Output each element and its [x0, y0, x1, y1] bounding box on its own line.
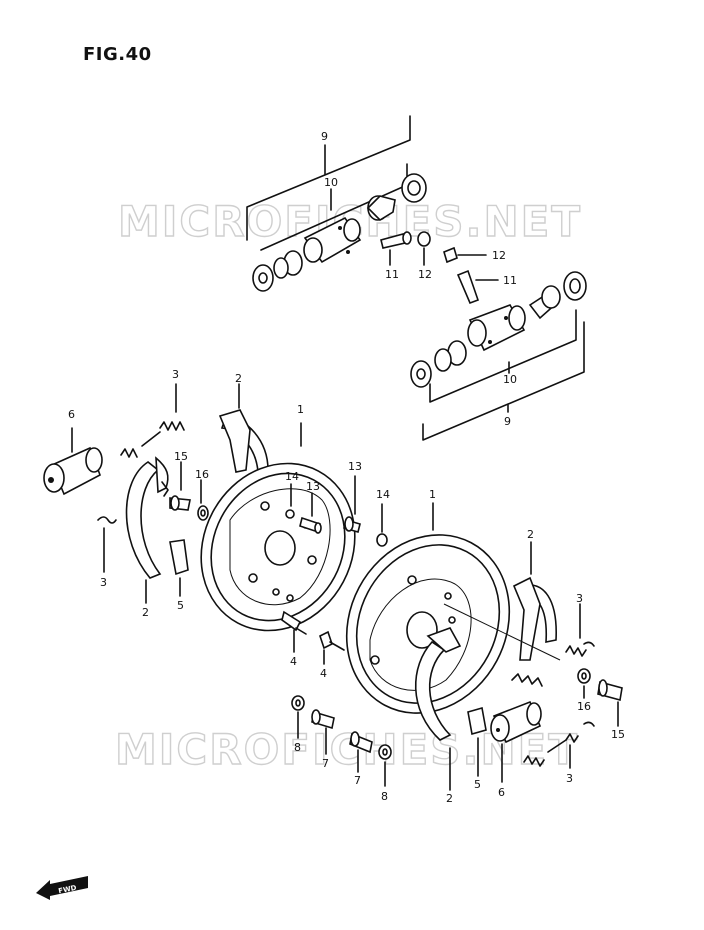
- callout-11: 11: [385, 268, 399, 281]
- callout-7: 7: [322, 757, 329, 770]
- callout-10: 10: [503, 373, 517, 386]
- callout-3: 3: [172, 368, 179, 381]
- callout-12: 12: [418, 268, 432, 281]
- callout-3: 3: [566, 772, 573, 785]
- callout-16: 16: [195, 468, 209, 481]
- callout-2: 2: [446, 792, 453, 805]
- callout-1: 1: [429, 488, 436, 501]
- callout-2: 2: [142, 606, 149, 619]
- callout-16: 16: [577, 700, 591, 713]
- figure-title: FIG.40: [83, 44, 152, 65]
- fwd-arrow: FWD: [36, 876, 88, 900]
- callout-6: 6: [498, 786, 505, 799]
- callout-14: 14: [376, 488, 390, 501]
- callout-13: 13: [348, 460, 362, 473]
- callout-9: 9: [321, 130, 328, 143]
- callout-8: 8: [294, 741, 301, 754]
- callout-2: 2: [527, 528, 534, 541]
- callout-11: 11: [503, 274, 517, 287]
- callout-9: 9: [504, 415, 511, 428]
- wheel-cylinder-assembly-right: [410, 246, 587, 441]
- callout-1: 1: [297, 403, 304, 416]
- callout-5: 5: [474, 778, 481, 791]
- callout-6: 6: [68, 408, 75, 421]
- callout-4: 4: [290, 655, 297, 668]
- callout-10: 10: [324, 176, 338, 189]
- callout-8: 8: [381, 790, 388, 803]
- callout-4: 4: [320, 667, 327, 680]
- brake-assembly-right: [345, 502, 623, 791]
- fwd-label: FWD: [58, 884, 78, 896]
- callout-labels: 9 10 11 12 12 11 10 9 3 2 1 6 15 16 14 1…: [68, 130, 625, 805]
- callout-14: 14: [285, 470, 299, 483]
- wheel-cylinder-assembly-upper-left: [246, 115, 431, 292]
- callout-5: 5: [177, 599, 184, 612]
- callout-12: 12: [492, 249, 506, 262]
- callout-15: 15: [174, 450, 188, 463]
- brake-assembly-left: [43, 383, 392, 787]
- callout-13: 13: [306, 480, 320, 493]
- callout-3: 3: [576, 592, 583, 605]
- callout-3: 3: [100, 576, 107, 589]
- callout-7: 7: [354, 774, 361, 787]
- callout-2: 2: [235, 372, 242, 385]
- callout-15: 15: [611, 728, 625, 741]
